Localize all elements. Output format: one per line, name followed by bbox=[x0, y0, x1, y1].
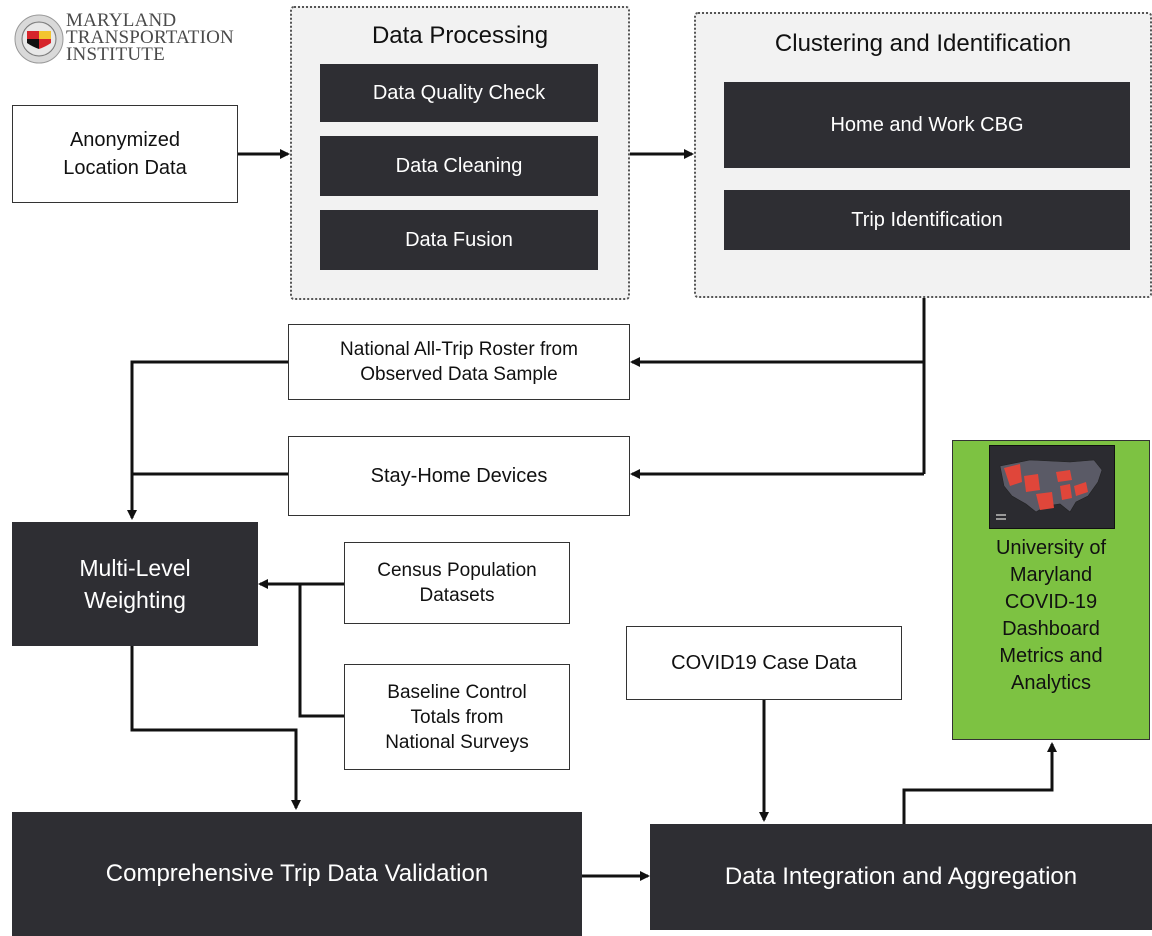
clustering-identification-title: Clustering and Identification bbox=[774, 30, 1072, 57]
trip-validation-node: Comprehensive Trip Data Validation bbox=[12, 812, 582, 936]
logo-wordmark: MARYLAND TRANSPORTATION INSTITUTE bbox=[66, 10, 234, 65]
data-processing-title: Data Processing bbox=[371, 22, 549, 49]
dashboard-label: University of Maryland COVID-19 Dashboar… bbox=[995, 537, 1107, 694]
us-map-thumbnail bbox=[989, 445, 1115, 529]
logo-line: MARYLAND bbox=[66, 10, 177, 31]
line-baseline-to-weighting bbox=[298, 584, 344, 718]
trip-identification-node: Trip Identification bbox=[724, 190, 1130, 250]
stay-home-devices-node: Stay-Home Devices bbox=[288, 436, 630, 516]
data-fusion-node: Data Fusion bbox=[320, 210, 598, 270]
us-map-icon bbox=[996, 459, 1103, 520]
university-seal-icon bbox=[14, 14, 64, 64]
logo-line: INSTITUTE bbox=[66, 44, 165, 65]
national-trip-roster-node: National All-Trip Roster from Observed D… bbox=[288, 324, 630, 400]
data-quality-check-node: Data Quality Check bbox=[320, 64, 598, 122]
logo-line: TRANSPORTATION bbox=[66, 27, 234, 48]
census-population-node: Census Population Datasets bbox=[344, 542, 570, 624]
data-integration-node: Data Integration and Aggregation bbox=[650, 824, 1152, 930]
line-roster-left bbox=[127, 360, 288, 520]
baseline-control-totals-node: Baseline Control Totals from National Su… bbox=[344, 664, 570, 770]
multi-level-weighting-node: Multi-Level Weighting bbox=[12, 522, 258, 646]
anonymized-location-data-node: Anonymized Location Data bbox=[12, 105, 238, 203]
logo: MARYLAND TRANSPORTATION INSTITUTE bbox=[14, 10, 274, 68]
arrow-integration-to-dashboard bbox=[902, 742, 1057, 824]
covid19-case-data-node: COVID19 Case Data bbox=[626, 626, 902, 700]
data-cleaning-node: Data Cleaning bbox=[320, 136, 598, 196]
arrow-weighting-to-validation bbox=[130, 646, 301, 810]
home-work-cbg-node: Home and Work CBG bbox=[724, 82, 1130, 168]
covid-dashboard-node: University of Maryland COVID-19 Dashboar… bbox=[952, 440, 1150, 740]
